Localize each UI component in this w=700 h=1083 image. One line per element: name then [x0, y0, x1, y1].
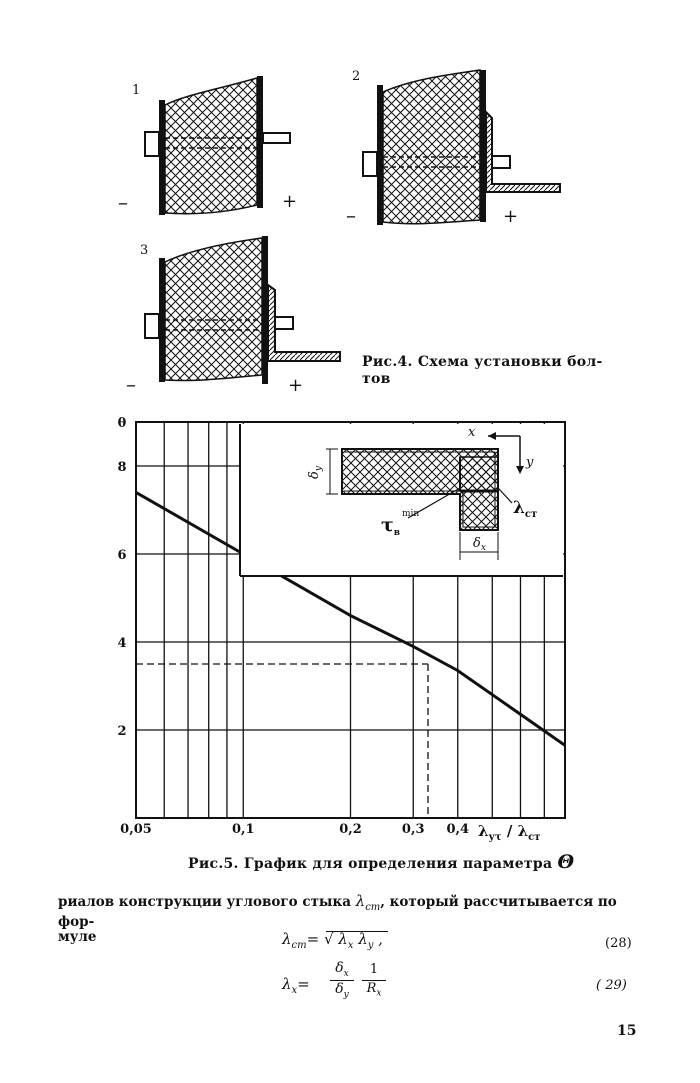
equation-29-frac2-num: 1: [369, 962, 379, 977]
equation-28-number: (28): [605, 936, 632, 951]
y-tick-label: 6: [117, 548, 126, 563]
x-tick-label: 0,3: [402, 822, 425, 837]
fig4-minus-3: –: [126, 372, 136, 396]
x-tick-label: 0,1: [232, 822, 255, 837]
fig5-caption-text: Рис.5. График для определения параметра: [188, 856, 558, 872]
fig4-caption-line1: Рис.4. Схема установки бол-: [362, 354, 603, 370]
fig4-label-3: 3: [140, 243, 148, 258]
equation-29-frac1-bar: [330, 980, 354, 981]
fig4-joint-1: [144, 76, 291, 215]
y-tick-label: 2: [117, 724, 126, 739]
equation-29-number: ( 29): [596, 978, 627, 993]
page-number: 15: [617, 1023, 637, 1039]
equation-29-lhs: λx=: [282, 975, 310, 996]
fig4-minus-2: –: [346, 203, 356, 227]
inset-lambda: λст: [513, 498, 537, 520]
body-paragraph: риалов конструкции углового стыка λст, к…: [58, 894, 638, 945]
fig4-joint-2: [362, 69, 561, 225]
para-lambda: λст: [355, 892, 381, 914]
para-text-2: , который рассчитывается по фор-: [58, 894, 617, 930]
inset-tau-sup: min: [402, 509, 419, 519]
inset-delta-x: δx: [473, 536, 486, 553]
fig4-drawing: 1 2 3 – + – + – +: [118, 69, 561, 396]
equation-29-frac2-bar: [362, 980, 386, 981]
inset-delta-y: δy: [307, 465, 324, 479]
fig4-plus-3: +: [288, 375, 303, 396]
x-tick-label: 0,4: [446, 822, 469, 837]
fig5-caption-symbol: Θ: [557, 851, 575, 873]
para-text-3: муле: [58, 929, 97, 945]
y-tick-label: θ: [118, 416, 127, 431]
fig4-plus-1: +: [282, 191, 297, 212]
inset-x-label: x: [468, 425, 476, 440]
inset-y-label: y: [525, 455, 534, 470]
fig4-label-1: 1: [132, 83, 140, 98]
inset-section: [326, 432, 524, 560]
fig4-caption-line2: тов: [362, 371, 391, 387]
para-text-1: риалов конструкции углового стыка: [58, 894, 356, 910]
fig4-label-2: 2: [352, 69, 360, 84]
equation-29-frac2-den: Rx: [366, 981, 382, 999]
fig4-minus-1: –: [118, 190, 128, 214]
equation-29-frac1-num: δx: [335, 960, 349, 979]
fig5-caption: Рис.5. График для определения параметра …: [188, 851, 574, 873]
equation-28: λст= √ λx λy ,: [282, 930, 383, 951]
y-tick-label: 4: [117, 636, 126, 651]
equation-29-frac1-den: δy: [335, 981, 349, 1000]
x-axis-label: λуτ / λст: [478, 822, 540, 843]
y-tick-label: 8: [117, 460, 126, 475]
x-tick-label: 0,05: [120, 822, 152, 837]
fig4-plus-2: +: [503, 206, 518, 227]
x-tick-label: 0,2: [339, 822, 362, 837]
theta-curve: [135, 491, 566, 747]
equation-28-radical-bar: [326, 931, 388, 932]
fig4-joint-3: [144, 236, 341, 384]
inset-tau: τв: [381, 514, 400, 538]
